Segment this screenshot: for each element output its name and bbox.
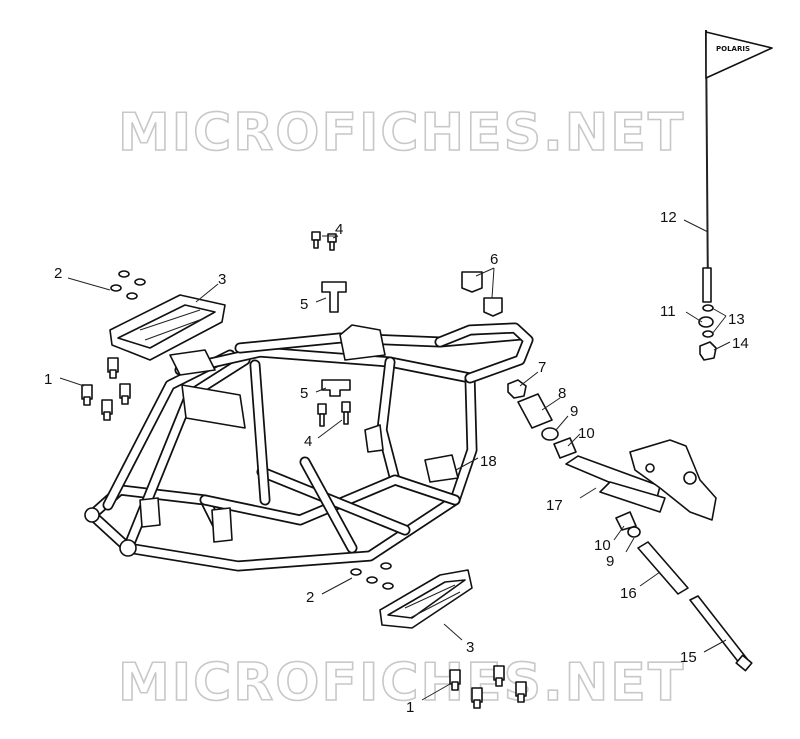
clip-a xyxy=(461,271,483,293)
washer-13b xyxy=(702,330,714,338)
callout-13: 13 xyxy=(728,311,745,328)
callout-2-top: 2 xyxy=(54,265,62,282)
washer-11 xyxy=(698,316,714,328)
bolts-mid-center xyxy=(317,401,351,427)
callout-8: 8 xyxy=(558,385,566,402)
frame-assembly xyxy=(84,322,534,572)
bolts-left xyxy=(81,357,131,421)
frame-gusset-plate xyxy=(181,384,246,429)
nut-14 xyxy=(699,341,717,361)
callout-3-top: 3 xyxy=(218,271,226,288)
washers-bottom xyxy=(350,562,394,590)
callout-4-mid: 4 xyxy=(304,433,312,450)
callout-10-bottom: 10 xyxy=(594,537,611,554)
bearing-10-bottom xyxy=(615,511,637,531)
callout-6: 6 xyxy=(490,251,498,268)
bolts-bottom xyxy=(449,665,527,709)
callout-17: 17 xyxy=(546,497,563,514)
callout-7: 7 xyxy=(538,359,546,376)
flag-brand-text: POLARIS xyxy=(716,45,750,53)
sleeve-8 xyxy=(517,393,553,429)
callout-2-bottom: 2 xyxy=(306,589,314,606)
washers-top xyxy=(110,270,146,300)
callout-14: 14 xyxy=(732,335,749,352)
bracket-mid xyxy=(321,379,351,397)
axle-tube-16 xyxy=(637,541,689,595)
callout-16: 16 xyxy=(620,585,637,602)
footrest-plate-left xyxy=(109,294,226,361)
callout-9-bottom: 9 xyxy=(606,553,614,570)
whip-flag-12: POLARIS xyxy=(702,29,773,303)
bushing-9-top xyxy=(541,427,559,441)
callout-5-mid: 5 xyxy=(300,385,308,402)
callout-18: 18 xyxy=(480,453,497,470)
callout-10-top: 10 xyxy=(578,425,595,442)
bolts-top-center xyxy=(311,231,337,251)
leader-lines xyxy=(59,219,731,701)
callout-1-bottom: 1 xyxy=(406,699,414,716)
frame-side-bracket xyxy=(424,454,459,483)
swing-arm-17 xyxy=(565,439,717,521)
callout-1-left: 1 xyxy=(44,371,52,388)
frame-top-bracket xyxy=(339,324,386,361)
footrest-plate-right xyxy=(379,569,473,629)
pivot-bolt-15 xyxy=(689,595,753,672)
clip-b xyxy=(483,297,503,317)
callout-4-top: 4 xyxy=(335,221,343,238)
bracket-top xyxy=(321,281,347,313)
callout-3-bottom: 3 xyxy=(466,639,474,656)
callout-12: 12 xyxy=(660,209,677,226)
nut-7 xyxy=(507,379,527,399)
callout-5-top: 5 xyxy=(300,296,308,313)
washer-13a xyxy=(702,304,714,312)
callout-labels: 2 3 1 4 5 5 4 6 7 8 9 10 17 10 9 16 15 1… xyxy=(44,209,749,716)
callout-9-top: 9 xyxy=(570,403,578,420)
watermark-top: MICROFICHES.NET xyxy=(118,103,685,163)
watermark-bottom: MICROFICHES.NET xyxy=(118,653,685,713)
callout-15: 15 xyxy=(680,649,697,666)
callout-11: 11 xyxy=(660,303,676,320)
